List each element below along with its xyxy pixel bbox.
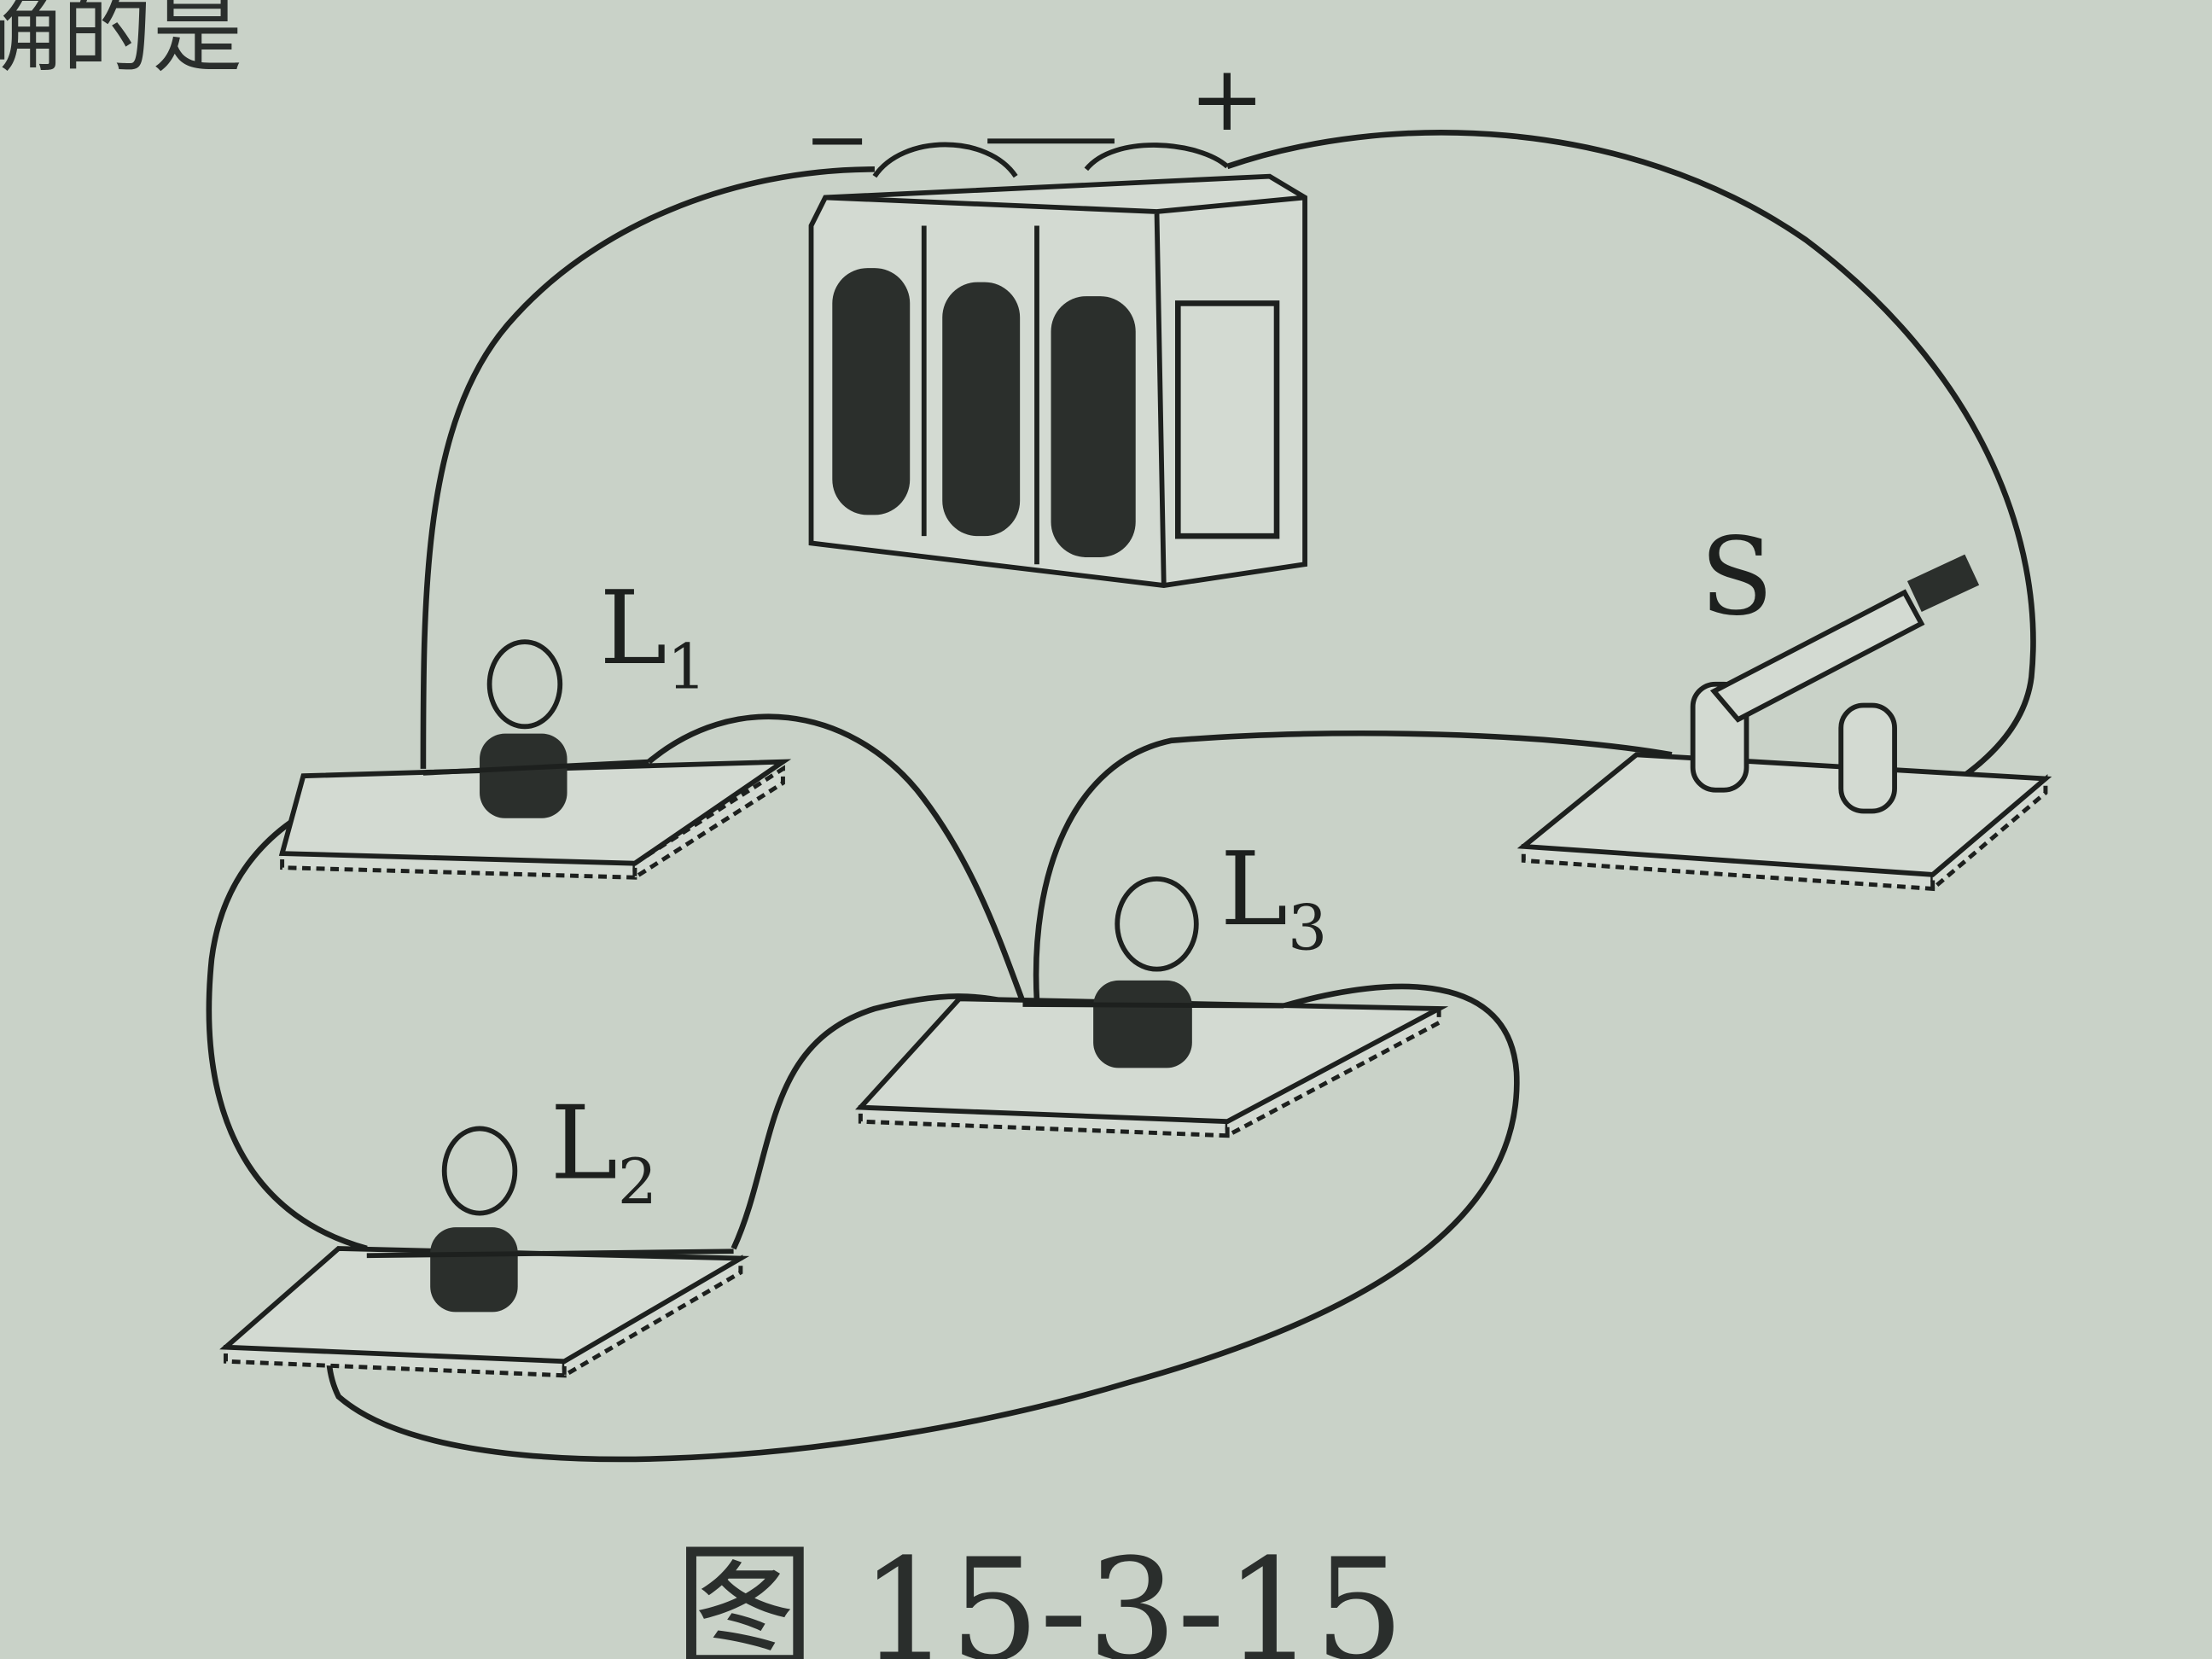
bulb-icon bbox=[1115, 876, 1199, 972]
bulb-icon bbox=[441, 1126, 518, 1216]
bulb-icon bbox=[486, 639, 563, 730]
lamp-l2-label: L2 bbox=[550, 1085, 657, 1219]
figure-caption: 图 15-3-15 bbox=[674, 1528, 1404, 1659]
battery: − + bbox=[804, 46, 1307, 588]
lamp-l3: L3 bbox=[855, 831, 1449, 1139]
lamp-l1: L1 bbox=[278, 570, 792, 882]
battery-negative-label: − bbox=[804, 93, 870, 185]
switch: S bbox=[1516, 514, 2052, 894]
lamp-l1-label: L1 bbox=[600, 570, 707, 704]
switch-label: S bbox=[1700, 514, 1773, 639]
lamp-l3-label: L3 bbox=[1220, 831, 1327, 965]
battery-positive-label: + bbox=[1190, 46, 1266, 151]
wires bbox=[206, 130, 2036, 1463]
lamp-l2: L2 bbox=[219, 1085, 750, 1380]
header-text: 确的是 bbox=[0, 0, 242, 84]
